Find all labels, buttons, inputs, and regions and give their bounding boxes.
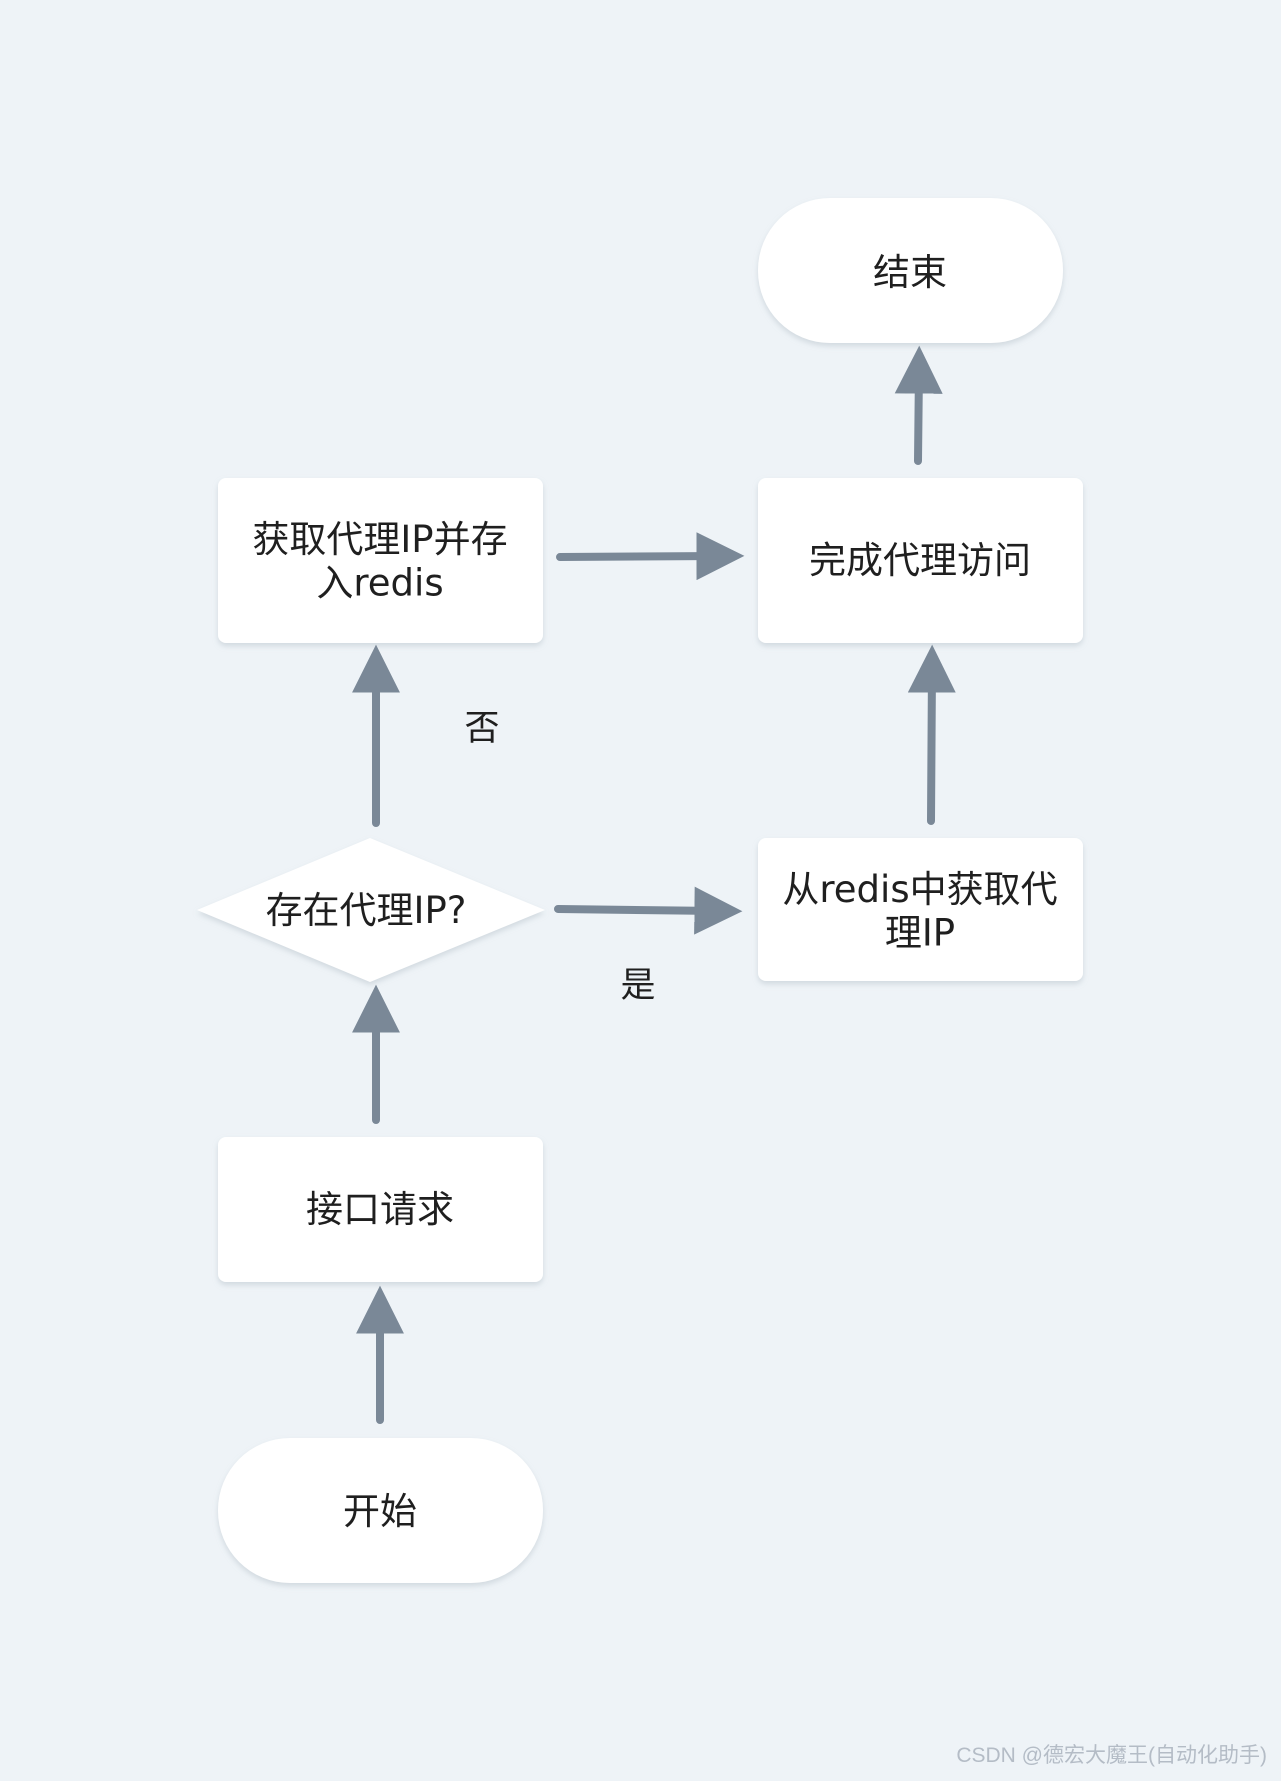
decision-label: 存在代理IP?: [266, 889, 467, 932]
end-node: 结束: [758, 198, 1063, 343]
get-proxy-store-node: 获取代理IP并存入redis: [218, 478, 543, 643]
start-node-label: 开始: [343, 1490, 417, 1533]
yes-label: 是: [620, 966, 655, 1006]
decision-node: 存在代理IP?: [197, 838, 545, 982]
arrow-complete-to-end: [894, 345, 943, 465]
end-node-label: 结束: [873, 251, 947, 294]
api-request-label: 接口请求: [306, 1188, 454, 1231]
arrow-redis-to-complete: [907, 644, 956, 825]
complete-access-label: 完成代理访问: [809, 539, 1031, 582]
arrow-store-to-complete: [556, 532, 745, 581]
get-from-redis-node: 从redis中获取代理IP: [758, 838, 1083, 981]
complete-access-node: 完成代理访问: [758, 478, 1083, 643]
start-node: 开始: [218, 1438, 543, 1583]
arrow-decision-yes: [554, 886, 743, 935]
watermark: CSDN @德宏大魔王(自动化助手): [956, 1744, 1267, 1767]
no-label: 否: [464, 709, 499, 749]
get-from-redis-label: 从redis中获取代理IP: [782, 868, 1057, 955]
get-proxy-store-label: 获取代理IP并存入redis: [252, 518, 507, 605]
api-request-node: 接口请求: [218, 1137, 543, 1282]
